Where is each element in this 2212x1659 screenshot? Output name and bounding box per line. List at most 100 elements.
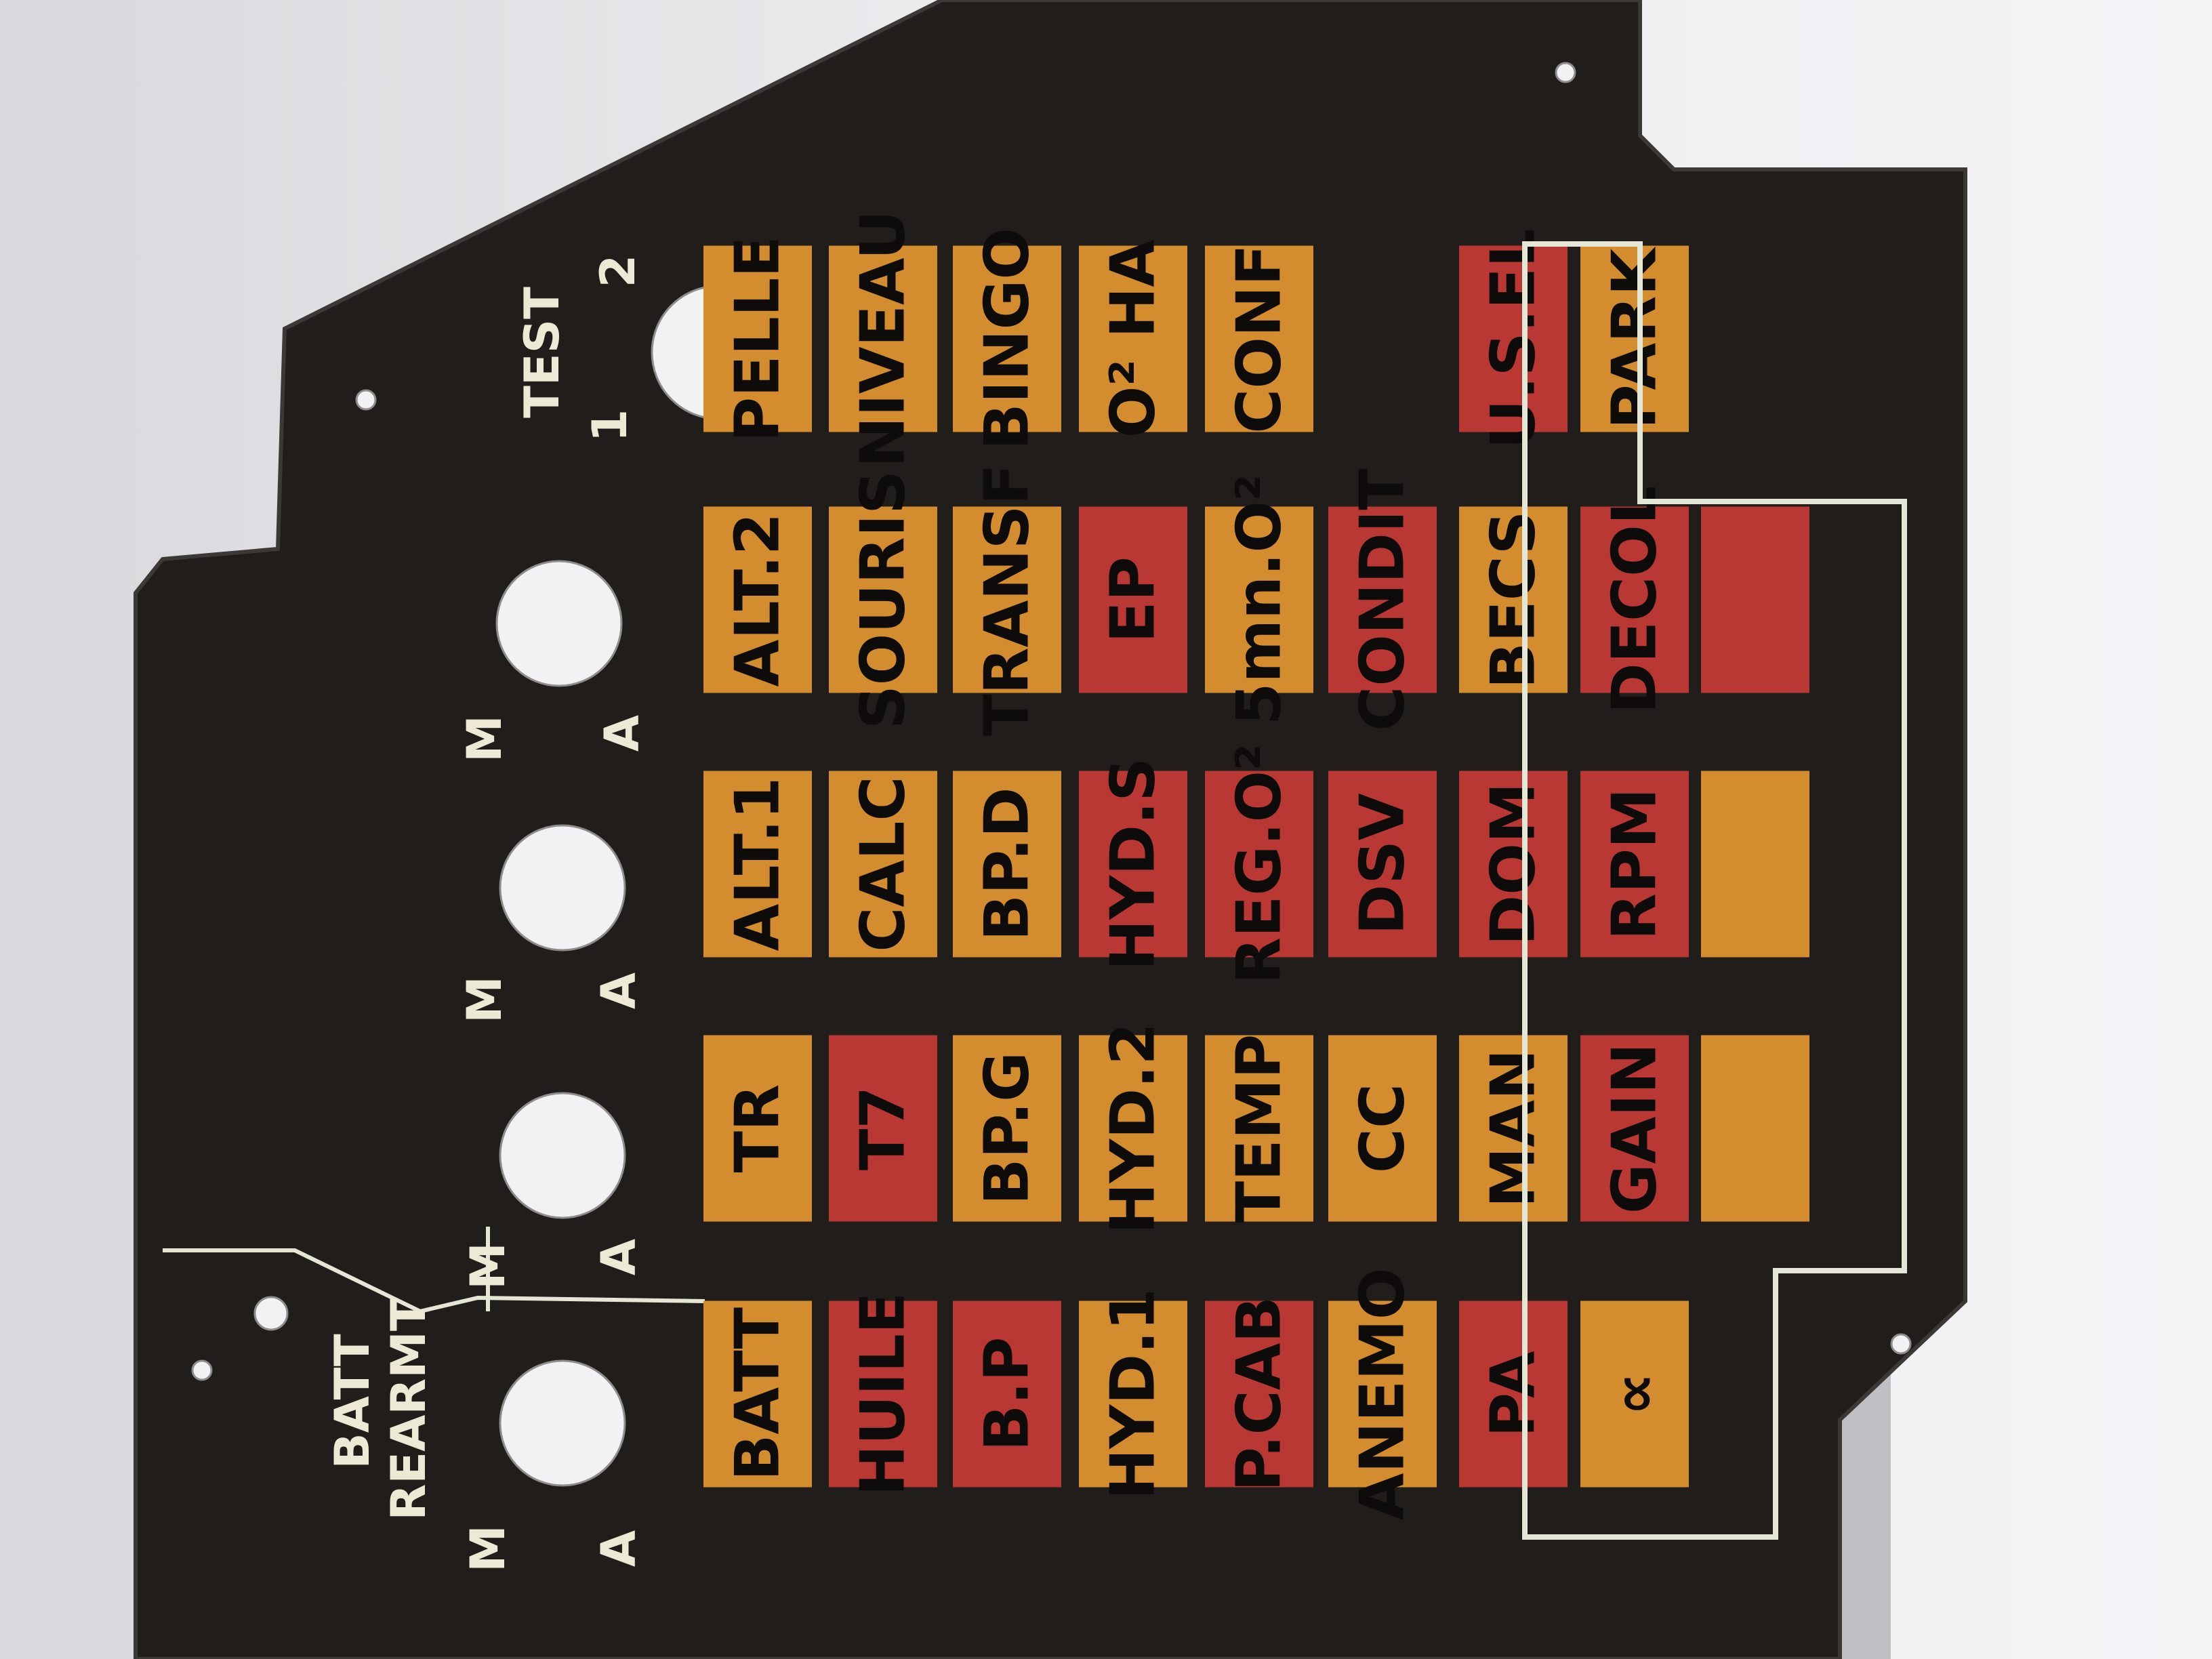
lamp-1-2: CALC xyxy=(829,771,937,958)
lamp-1-3: SOURIS xyxy=(829,470,937,729)
lamp-0-0: BATT xyxy=(703,1300,812,1488)
lamp-label: ALT.2 xyxy=(722,513,794,687)
lamp-label: CC xyxy=(1347,1084,1418,1173)
lamp-face xyxy=(1328,1300,1437,1488)
lamp-label: U.S.EL xyxy=(1478,228,1549,449)
lamp-5-1: CC xyxy=(1328,1035,1437,1222)
lamp-face xyxy=(1205,771,1313,958)
lamp-label: DSV xyxy=(1347,793,1418,935)
lamp-1-4: NIVEAU xyxy=(829,210,937,468)
lamp-face xyxy=(1328,506,1437,693)
lamp-face xyxy=(1459,245,1568,432)
lamp-face xyxy=(1459,506,1568,693)
lamp-2-4: BINGO xyxy=(953,228,1061,450)
lamp-label: BP.G xyxy=(972,1052,1043,1205)
lamp-face xyxy=(703,506,812,693)
test-position-2-label: 2 xyxy=(590,255,646,288)
lamp-label: SOURIS xyxy=(848,470,919,729)
screw-hole-2 xyxy=(1555,62,1576,83)
lamp-label: PARK xyxy=(1599,247,1671,430)
lamp-label: NIVEAU xyxy=(848,210,919,468)
lamp-2-1: BP.G xyxy=(953,1035,1061,1222)
lamp-label: TEMP xyxy=(1224,1034,1295,1223)
lamp-2-0: B.P xyxy=(953,1300,1061,1488)
lamp-0-3: ALT.2 xyxy=(703,506,812,693)
lamp-face xyxy=(1205,506,1313,693)
lamp-label: TR xyxy=(722,1084,794,1173)
switch-3-mode-a-label: A xyxy=(591,972,647,1009)
lamp-face xyxy=(1459,1035,1568,1222)
screw-hole-5 xyxy=(253,1296,289,1331)
lamp-label: BECS xyxy=(1478,511,1549,689)
lamp-6-1: MAN xyxy=(1459,1035,1568,1222)
lamp-label: O² HA xyxy=(1098,240,1169,438)
lamp-2-3: TRANSF xyxy=(953,464,1061,736)
lamp-face xyxy=(703,1300,812,1488)
lamp-label: BATT xyxy=(722,1307,794,1481)
switch-2-mode-a-label: A xyxy=(591,1239,647,1275)
lamp-face xyxy=(1205,245,1313,432)
lamp-face xyxy=(1701,506,1809,693)
lamp-label: MAN xyxy=(1478,1049,1549,1208)
batt-separator-line xyxy=(163,1248,705,1314)
lamp-label: HUILE xyxy=(848,1292,919,1496)
lamp-0-4: PELLE xyxy=(703,236,812,442)
lamp-face xyxy=(1580,1035,1689,1222)
lamp-face xyxy=(1701,771,1809,958)
switch-hole-3 xyxy=(499,824,626,951)
lamp-7-2: RPM xyxy=(1580,771,1689,958)
lamp-label: CONF xyxy=(1224,244,1295,433)
lamp-label: CALC xyxy=(848,776,919,951)
lamp-8-3 xyxy=(1701,506,1809,693)
lamp-label: BP.D xyxy=(972,787,1043,941)
lamp-label: EP xyxy=(1098,556,1169,642)
lamp-face xyxy=(953,506,1061,693)
lamp-label: 5mn.O² xyxy=(1224,474,1295,726)
switch-4-mode-a-label: A xyxy=(594,715,650,752)
guide-lines xyxy=(163,1227,705,1314)
lamp-face xyxy=(829,1035,937,1222)
lamp-face xyxy=(1580,1300,1689,1488)
lamp-face xyxy=(1079,1300,1187,1488)
lamp-4-0: P.CAB xyxy=(1205,1296,1313,1492)
lamp-face xyxy=(1459,1300,1568,1488)
lamp-face xyxy=(1459,771,1568,958)
lamp-label: ALT.1 xyxy=(722,777,794,951)
switch-hole-2 xyxy=(499,1092,626,1219)
lamp-face xyxy=(829,245,937,432)
lamp-0-2: ALT.1 xyxy=(703,771,812,958)
lamp-6-3: BECS xyxy=(1459,506,1568,693)
lamp-face xyxy=(1079,771,1187,958)
lamp-label: RPM xyxy=(1599,788,1671,941)
switch-3-mode-m-label: M xyxy=(457,976,512,1023)
lamp-face xyxy=(1580,245,1689,432)
lamp-face xyxy=(703,771,812,958)
lamp-face xyxy=(829,1300,937,1488)
lamp-label: TRANSF xyxy=(972,464,1043,736)
lamp-face xyxy=(1205,1300,1313,1488)
lamp-label: ∝ xyxy=(1599,1372,1671,1416)
lamp-face xyxy=(1580,506,1689,693)
test-label: TEST xyxy=(514,287,570,418)
lamp-2-2: BP.D xyxy=(953,771,1061,958)
lamp-label: BINGO xyxy=(972,228,1043,450)
batt-mode-a-label: A xyxy=(591,1530,647,1567)
lamp-label: PA xyxy=(1478,1351,1549,1437)
lamp-face xyxy=(953,1300,1061,1488)
lamp-face xyxy=(1328,1035,1437,1222)
switch-4-mode-m-label: M xyxy=(457,715,512,762)
switch-2-mode-m-label: M xyxy=(460,1242,516,1290)
lamp-7-1: GAIN xyxy=(1580,1035,1689,1222)
side-legends: BATT REARMT M A M A M A M A TEST 1 2 xyxy=(325,255,650,1572)
rearm-label: REARMT xyxy=(381,1298,436,1520)
lamp-face xyxy=(1079,1035,1187,1222)
lamp-grid: BATTTRALT.1ALT.2PELLEHUILET7CALCSOURISNI… xyxy=(703,210,1809,1520)
batt-rearm-switch-hole xyxy=(499,1359,626,1487)
lamp-8-1 xyxy=(1701,1035,1809,1222)
lamp-face xyxy=(1580,771,1689,958)
lamp-4-4: CONF xyxy=(1205,244,1313,434)
lamp-label: B.P xyxy=(972,1337,1043,1452)
lamp-3-3: EP xyxy=(1079,506,1187,693)
lamp-face xyxy=(1079,506,1187,693)
test-position-1-label: 1 xyxy=(582,409,638,443)
